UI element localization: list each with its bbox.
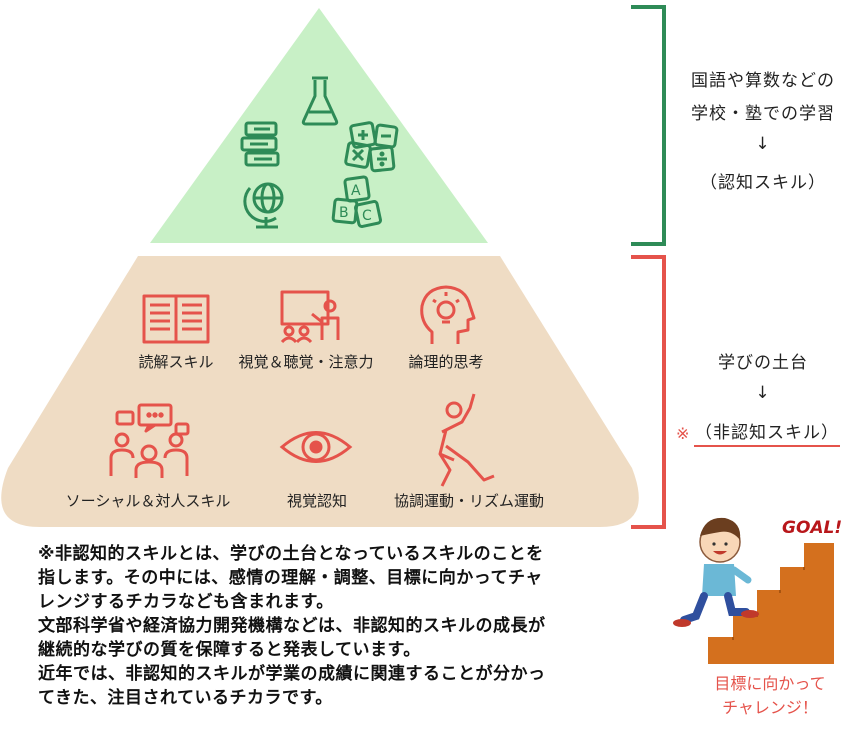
noncognitive-arrow: ↓ [755, 383, 771, 403]
books-stack-icon [240, 121, 280, 167]
svg-text:A: A [351, 183, 361, 199]
skill-label-coordination: 協調運動・リズム運動 [393, 492, 544, 510]
description-line: 近年では、非認知的スキルが学業の成績に関連することが分かっ [38, 664, 546, 684]
goal-caption-line-1: 目標に向かって [714, 674, 826, 693]
flask-icon [301, 76, 339, 126]
description-line: レンジするチカラなども含まれます。 [38, 592, 334, 612]
globe-icon [243, 182, 284, 229]
svg-text:B: B [339, 205, 349, 221]
skill-label-visual-auditory: 視覚＆聴覚・注意力 [238, 353, 374, 371]
cognitive-skill-label: （認知スキル） [700, 173, 826, 193]
cognitive-line-1: 国語や算数などの [691, 71, 835, 91]
noncognitive-skill-label: （非認知スキル） [695, 423, 839, 443]
description-line: 継続的な学びの質を保障すると発表しています。 [38, 640, 421, 660]
description-line: ※非認知的スキルとは、学びの土台となっているスキルのことを [38, 544, 544, 564]
description-line: 指します。その中には、感情の理解・調整、目標に向かってチャ [38, 568, 543, 588]
noncognitive-mark: ※ [676, 424, 690, 443]
cognitive-arrow: ↓ [755, 134, 771, 154]
open-book-icon [142, 294, 210, 344]
noncognitive-bracket [631, 255, 666, 529]
idea-head-icon [420, 285, 476, 344]
abc-blocks-icon: A B C [331, 175, 382, 228]
description-line: てきた、注目されているチカラです。 [38, 688, 333, 708]
cognitive-bracket [631, 5, 666, 246]
skill-label-visual-cognition: 視覚認知 [286, 492, 347, 510]
presentation-icon [280, 290, 340, 344]
description-text: ※非認知的スキルとは、学びの土台となっているスキルのことを 指します。その中には… [38, 542, 658, 710]
skill-label-social: ソーシャル＆対人スキル [65, 492, 231, 510]
description-line: 文部科学省や経済協力開発機構などは、非認知的スキルの成長が [38, 616, 546, 636]
skill-label-logical: 論理的思考 [408, 353, 484, 371]
cognitive-line-2: 学校・塾での学習 [691, 104, 835, 124]
skill-label-reading: 読解スキル [138, 353, 214, 371]
svg-text:C: C [362, 208, 372, 224]
exercise-icon [438, 393, 495, 487]
goal-sign: GOAL! [782, 518, 843, 538]
goal-caption: 目標に向かって チャレンジ！ [690, 672, 850, 720]
math-blocks-icon [344, 121, 399, 173]
eye-icon [279, 431, 353, 463]
goal-caption-line-2: チャレンジ！ [722, 698, 818, 717]
pyramid-base-tier [1, 256, 639, 527]
noncognitive-line-1: 学びの土台 [718, 353, 808, 373]
climbing-child-illustration [673, 517, 759, 627]
group-chat-icon [109, 403, 190, 478]
